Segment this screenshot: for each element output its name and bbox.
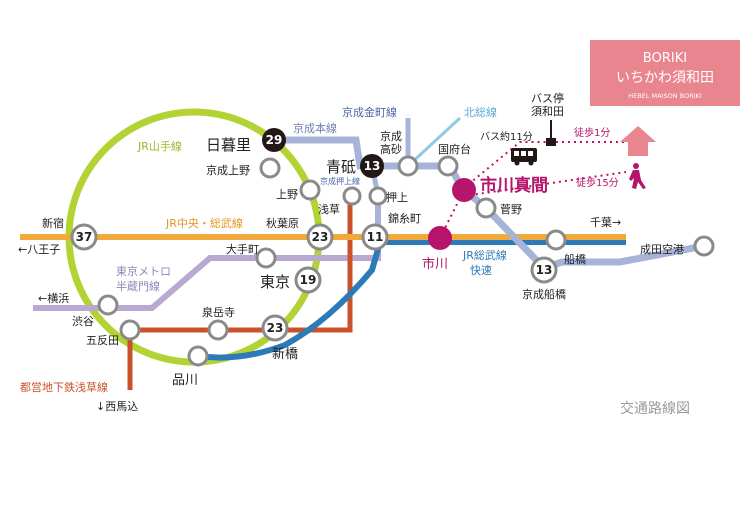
svg-text:37: 37	[76, 230, 93, 244]
station-kokufudai	[437, 155, 459, 177]
badge-tokyo: 19	[294, 266, 322, 294]
bus-stop-icon	[546, 120, 556, 146]
station-ichikawa-mama	[452, 178, 476, 202]
station-gotanda	[119, 319, 141, 341]
label-funabashi: 船橋	[564, 252, 586, 266]
label-ueno: 上野	[276, 188, 298, 201]
station-asakusa	[342, 186, 362, 206]
badge-aoto: 13	[360, 154, 384, 178]
brand-subtitle: いちかわ須和田	[616, 70, 714, 86]
station-otemachi	[255, 247, 277, 269]
station-keisei-ueno	[259, 157, 281, 179]
svg-text:29: 29	[266, 133, 283, 147]
dest-chiba: 千葉→	[590, 215, 621, 229]
label-yamanote: JR山手線	[137, 139, 182, 153]
label-sengakuji: 泉岳寺	[202, 305, 235, 319]
label-asakusa-line: 都営地下鉄浅草線	[20, 380, 108, 394]
label-shinagawa: 品川	[172, 373, 198, 388]
label-tokyo: 東京	[260, 273, 290, 291]
station-sengakuji	[207, 319, 229, 341]
label-narita: 成田空港	[640, 242, 684, 256]
badge-shimbashi: 23	[261, 314, 289, 342]
hokuso-line	[406, 116, 462, 168]
label-keisei-funabashi: 京成船橋	[522, 287, 566, 301]
badge-kinshicho: 11	[361, 223, 389, 251]
dest-hachioji: ←八王子	[18, 243, 60, 256]
label-sobu-rapid-2: 快速	[470, 264, 492, 277]
station-narita	[693, 235, 715, 257]
svg-text:11: 11	[367, 230, 384, 244]
label-ichikawa-mama: 市川真間	[480, 175, 548, 196]
label-asakusa: 浅草	[318, 203, 340, 216]
label-ichikawa: 市川	[422, 256, 448, 272]
station-sugano	[475, 197, 497, 219]
label-hokuso: 北総線	[464, 105, 497, 119]
label-keisei-ueno: 京成上野	[206, 163, 250, 177]
station-keisei-takasago	[397, 155, 419, 177]
dest-yokohama: ←横浜	[38, 291, 69, 305]
label-kokufudai: 国府台	[438, 142, 471, 156]
label-hanzomon-2: 半蔵門線	[116, 279, 160, 293]
dest-nishimagome: ↓西馬込	[96, 400, 138, 413]
label-akihabara: 秋葉原	[266, 216, 299, 230]
brand-badge: BORIKI いちかわ須和田 HEBEL MAISON BORIKI	[590, 40, 740, 106]
walking-person-icon	[629, 163, 646, 189]
label-bus-stop-2: 須和田	[531, 105, 564, 118]
brand-title: BORIKI	[643, 51, 687, 66]
home-arrow-icon	[620, 126, 656, 156]
sobu-rapid-line	[197, 239, 626, 361]
badge-keisei-funabashi: 13	[530, 256, 558, 284]
label-takasago-2: 高砂	[380, 142, 402, 156]
label-bus-time: バス約11分	[480, 130, 533, 143]
bus-icon	[511, 148, 537, 166]
svg-text:23: 23	[267, 321, 284, 335]
station-ueno	[299, 179, 321, 201]
label-shibuya: 渋谷	[72, 315, 94, 328]
svg-text:13: 13	[364, 159, 381, 173]
svg-text:19: 19	[300, 273, 317, 287]
station-oshiage	[368, 186, 388, 206]
label-gotanda: 五反田	[86, 334, 119, 347]
station-ichikawa	[428, 226, 452, 250]
label-chuo-sobu: JR中央・総武線	[165, 216, 243, 230]
svg-text:13: 13	[536, 263, 553, 277]
label-walk-bus: 徒歩1分	[574, 126, 610, 139]
station-shibuya	[97, 294, 119, 316]
brand-tagline: HEBEL MAISON BORIKI	[628, 92, 702, 100]
label-nippori: 日暮里	[206, 136, 251, 154]
label-oshiage: 押上	[386, 190, 408, 204]
label-shimbashi: 新橋	[272, 346, 298, 362]
badge-akihabara: 23	[306, 223, 334, 251]
label-hanzomon-1: 東京メトロ	[116, 264, 171, 278]
station-funabashi	[545, 229, 567, 251]
badge-nippori: 29	[262, 128, 286, 152]
station-shinagawa	[187, 345, 209, 367]
label-walk-station: 徒歩15分	[576, 176, 619, 189]
svg-text:23: 23	[312, 230, 329, 244]
label-shinjuku: 新宿	[42, 216, 64, 230]
bus-route	[463, 141, 548, 189]
label-kanamachi: 京成金町線	[342, 105, 397, 119]
asakusa-line-main	[130, 196, 353, 333]
label-oshiage-line: 京成押上線	[320, 176, 360, 186]
badge-shinjuku: 37	[70, 223, 98, 251]
label-keisei-main: 京成本線	[293, 121, 337, 135]
label-takasago-1: 京成	[380, 129, 402, 143]
map-caption: 交通路線図	[620, 400, 690, 417]
label-aoto: 青砥	[326, 158, 356, 176]
label-sugano: 菅野	[500, 203, 522, 216]
label-sobu-rapid-1: JR総武線	[462, 248, 507, 262]
label-kinshicho: 錦糸町	[388, 211, 421, 225]
label-bus-stop-1: バス停	[531, 91, 564, 105]
label-otemachi: 大手町	[226, 242, 259, 256]
